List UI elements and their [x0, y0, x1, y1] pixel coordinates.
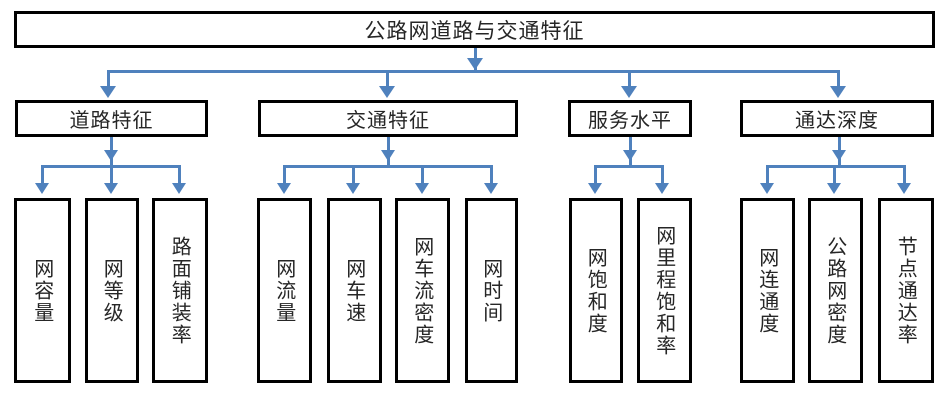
connector-drop-branch-4	[837, 70, 840, 92]
connector-branch-3-stem-arrow	[623, 150, 637, 161]
connector-root-stem-arrow	[467, 58, 483, 70]
branch-node-box-service-level: 服务水平	[568, 100, 692, 137]
leaf-label-net-capacity: 网容量	[30, 257, 55, 324]
connector-branch-4-drop-1-arrow	[760, 183, 774, 194]
leaf-label-pavement-rate: 路面铺装率	[168, 235, 193, 346]
connector-branch-4-stem-arrow	[832, 150, 846, 161]
connector-branch-2-drop-4	[490, 165, 493, 189]
leaf-label-net-speed: 网车速	[342, 257, 367, 324]
leaf-label-net-connectivity: 网连通度	[755, 246, 780, 335]
connector-drop-branch-2-arrow	[379, 86, 395, 98]
connector-branch-3-drop-2	[661, 165, 664, 189]
connector-branch-1-stem-arrow	[104, 150, 118, 161]
leaf-node-box-net-capacity: 网容量	[14, 198, 71, 383]
connector-branch-4-drop-2-arrow	[827, 183, 841, 194]
leaf-node-box-net-time: 网时间	[465, 198, 518, 383]
connector-branch-2-drop-1-arrow	[277, 183, 291, 194]
leaf-label-road-net-density: 公路网密度	[823, 235, 848, 346]
connector-level2-bus	[107, 70, 840, 73]
connector-drop-branch-2	[386, 70, 389, 92]
connector-branch-1-drop-2-arrow	[104, 183, 118, 194]
root-node-box: 公路网道路与交通特征	[14, 11, 935, 48]
connector-branch-2-drop-2-arrow	[346, 183, 360, 194]
connector-branch-2-drop-4-arrow	[484, 183, 498, 194]
connector-branch-3-bus	[594, 165, 664, 168]
leaf-label-net-mileage-saturation-rate: 网里程饱和率	[652, 224, 677, 357]
connector-branch-4-drop-1	[766, 165, 769, 189]
branch-label-service-level: 服务水平	[588, 108, 672, 132]
leaf-node-box-net-mileage-saturation-rate: 网里程饱和率	[637, 198, 692, 383]
connector-branch-1-drop-3-arrow	[172, 183, 186, 194]
connector-branch-4-bus	[766, 165, 906, 168]
connector-drop-branch-1	[107, 70, 110, 92]
branch-node-box-road-characteristics: 道路特征	[15, 100, 208, 137]
branch-node-box-traffic-characteristics: 交通特征	[258, 100, 518, 137]
connector-branch-2-drop-2	[352, 165, 355, 189]
connector-branch-1-drop-1	[41, 165, 44, 189]
leaf-node-box-net-saturation: 网饱和度	[569, 198, 623, 383]
connector-branch-3-drop-2-arrow	[655, 183, 669, 194]
connector-drop-branch-3	[628, 70, 631, 92]
connector-drop-branch-3-arrow	[621, 86, 637, 98]
leaf-label-node-accessibility-rate: 节点通达率	[894, 235, 919, 346]
leaf-node-box-net-connectivity: 网连通度	[740, 198, 795, 383]
connector-branch-2-drop-3	[421, 165, 424, 189]
branch-node-box-accessibility-depth: 通达深度	[740, 100, 934, 137]
leaf-node-box-net-flow: 网流量	[257, 198, 312, 383]
leaf-node-box-pavement-rate: 路面铺装率	[152, 198, 208, 383]
connector-drop-branch-4-arrow	[830, 86, 846, 98]
connector-branch-2-drop-1	[283, 165, 286, 189]
connector-branch-2-stem-arrow	[381, 150, 395, 161]
leaf-node-box-net-vehicle-density: 网车流密度	[395, 198, 450, 383]
connector-branch-2-drop-3-arrow	[415, 183, 429, 194]
connector-branch-1-drop-1-arrow	[35, 183, 49, 194]
leaf-label-net-vehicle-density: 网车流密度	[410, 235, 435, 346]
connector-branch-4-drop-3-arrow	[897, 183, 911, 194]
connector-branch-2-bus	[283, 165, 493, 168]
branch-label-road-characteristics: 道路特征	[69, 108, 154, 132]
leaf-node-box-road-net-density: 公路网密度	[808, 198, 863, 383]
leaf-node-box-net-speed: 网车速	[327, 198, 382, 383]
leaf-label-net-time: 网时间	[479, 257, 504, 324]
connector-drop-branch-1-arrow	[100, 86, 116, 98]
leaf-label-net-saturation: 网饱和度	[584, 246, 609, 335]
leaf-node-box-node-accessibility-rate: 节点通达率	[878, 198, 934, 383]
connector-branch-1-drop-2	[110, 165, 113, 189]
connector-branch-3-drop-1-arrow	[588, 183, 602, 194]
root-node-label: 公路网道路与交通特征	[364, 18, 585, 43]
connector-branch-1-drop-3	[178, 165, 181, 189]
connector-branch-4-drop-2	[833, 165, 836, 189]
leaf-node-box-net-grade: 网等级	[85, 198, 139, 383]
connector-branch-4-drop-3	[903, 165, 906, 189]
branch-label-traffic-characteristics: 交通特征	[346, 108, 430, 132]
leaf-label-net-flow: 网流量	[272, 257, 297, 324]
connector-branch-3-drop-1	[594, 165, 597, 189]
leaf-label-net-grade: 网等级	[100, 257, 125, 324]
branch-label-accessibility-depth: 通达深度	[795, 108, 879, 132]
